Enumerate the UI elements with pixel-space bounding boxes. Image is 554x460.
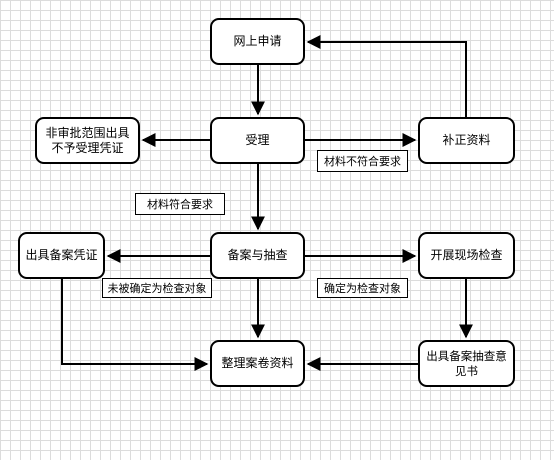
label-not-compliant: 材料不符合要求 (317, 150, 408, 172)
edge-cert-to-archive (61, 279, 209, 371)
node-onsite-check: 开展现场检查 (418, 232, 515, 279)
node-filing-check: 备案与抽查 (210, 232, 305, 279)
node-supplement: 补正资料 (418, 117, 515, 164)
node-archive: 整理案卷资料 (210, 340, 305, 387)
node-online-apply: 网上申请 (210, 18, 305, 65)
node-accept: 受理 (210, 117, 305, 164)
edge-supplement-to-apply (306, 35, 467, 117)
node-reject: 非审批范围出具不予受理凭证 (35, 117, 140, 164)
label-not-selected: 未被确定为检查对象 (102, 278, 212, 298)
label-selected: 确定为检查对象 (317, 278, 408, 298)
node-check-opinion: 出具备案抽查意见书 (418, 340, 515, 387)
node-filing-cert: 出具备案凭证 (18, 232, 105, 279)
label-compliant: 材料符合要求 (135, 193, 225, 215)
